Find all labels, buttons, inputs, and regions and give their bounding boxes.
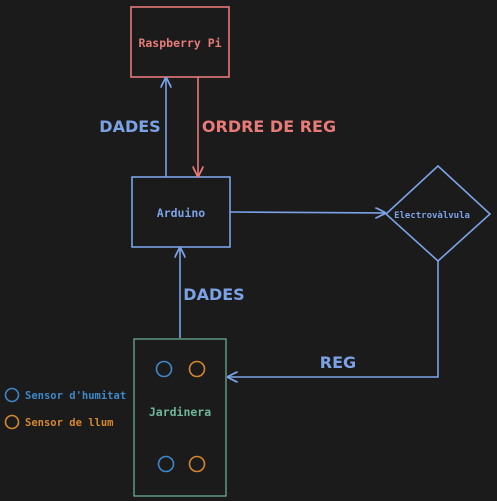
arrow-arduino-to-valve bbox=[229, 212, 385, 213]
planter-label: Jardinera bbox=[149, 405, 211, 419]
planter-node bbox=[133, 338, 227, 497]
legend-humidity-icon bbox=[4, 387, 20, 403]
legend-light-icon bbox=[4, 414, 20, 430]
light-sensor-top bbox=[188, 360, 206, 378]
arrow-irrigation-to-planter bbox=[228, 261, 439, 377]
legend-light-label: Sensor de llum bbox=[25, 417, 114, 429]
arduino-label: Arduino bbox=[157, 206, 206, 220]
flow-label-data-from-planter: DADES bbox=[183, 285, 244, 304]
raspberry-pi-node bbox=[130, 6, 230, 78]
humidity-sensor-bottom bbox=[157, 455, 175, 473]
flow-label-irrigation: REG bbox=[320, 353, 356, 372]
humidity-sensor-top bbox=[155, 360, 173, 378]
raspberry-pi-label: Raspberry Pi bbox=[138, 36, 221, 50]
flow-label-irrigation-order: ORDRE DE REG bbox=[202, 117, 336, 136]
legend-humidity-label: Sensor d'humitat bbox=[25, 390, 126, 402]
light-sensor-bottom bbox=[188, 455, 206, 473]
flow-label-data-up: DADES bbox=[99, 117, 160, 136]
electrovalve-label: Electrovàlvula bbox=[394, 211, 470, 221]
